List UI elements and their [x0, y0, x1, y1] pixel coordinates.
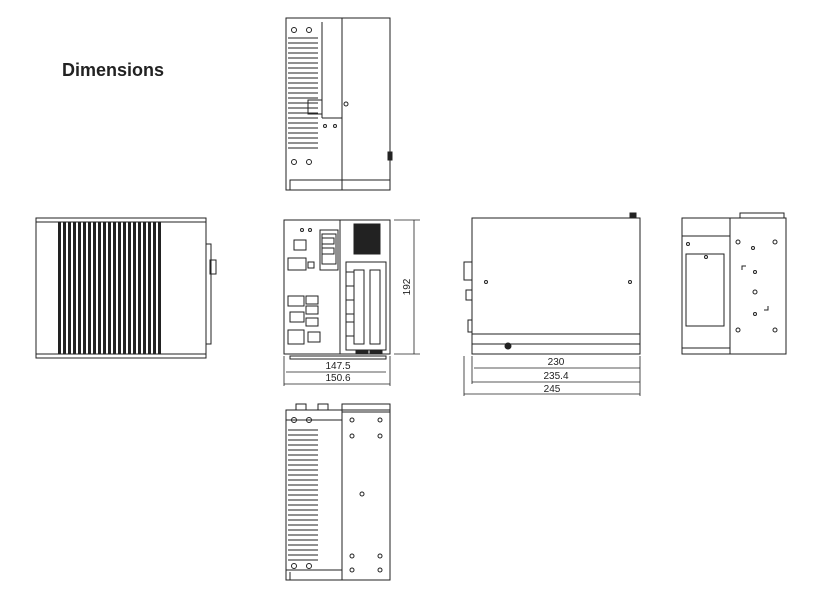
heatsink-fin [133, 222, 136, 354]
dim-side-width-1: 230 [548, 357, 565, 368]
dim-front-outer-width: 150.6 [325, 373, 350, 384]
bottom-view [285, 403, 391, 581]
hdmi-port [307, 331, 321, 343]
rear-view [681, 212, 787, 355]
bottom-view-fins [288, 429, 318, 561]
side-dimension-lines [463, 356, 641, 396]
heatsink-fin [123, 222, 126, 354]
serial-port [345, 321, 355, 337]
heatsink-fin [58, 222, 61, 354]
serial-port [345, 271, 355, 287]
heatsink-fin [103, 222, 106, 354]
serial-port [345, 299, 355, 315]
heatsink-fin [83, 222, 86, 354]
heatsink-fin [73, 222, 76, 354]
usb-port [305, 317, 319, 327]
heatsink-fin [113, 222, 116, 354]
usb-port [305, 295, 319, 305]
led-indicator [321, 247, 335, 255]
usb-port [305, 305, 319, 315]
heatsink-fin [143, 222, 146, 354]
heatsink-fin [88, 222, 91, 354]
heatsink-fin [93, 222, 96, 354]
dim-side-width-2: 235.4 [543, 371, 568, 382]
heatsink-fin [108, 222, 111, 354]
led-indicator [321, 237, 335, 245]
dim-front-height: 192 [402, 278, 413, 295]
heatsink-fin [153, 222, 156, 354]
heatsink-fin [128, 222, 131, 354]
front-io-ports [287, 237, 355, 345]
top-view [285, 17, 393, 191]
left-side-view [35, 217, 217, 359]
heatsink-fin [158, 222, 161, 354]
ethernet-port [287, 295, 305, 307]
heatsink-fin [118, 222, 121, 354]
dim-side-width-3: 245 [544, 384, 561, 395]
heatsink-fin [78, 222, 81, 354]
heatsink-fin [138, 222, 141, 354]
serial-port [287, 257, 307, 271]
top-view-fins [288, 37, 318, 149]
left-side-fins [58, 222, 161, 354]
page-title: Dimensions [62, 60, 165, 80]
heatsink-fin [63, 222, 66, 354]
heatsink-fin [98, 222, 101, 354]
right-side-view [463, 212, 641, 355]
heatsink-fin [148, 222, 151, 354]
front-dimension-lines [283, 219, 420, 386]
ethernet-port [289, 311, 305, 323]
front-view [283, 219, 391, 360]
dim-front-inner-width: 147.5 [325, 361, 350, 372]
heatsink-fin [68, 222, 71, 354]
serial-port [287, 329, 305, 345]
